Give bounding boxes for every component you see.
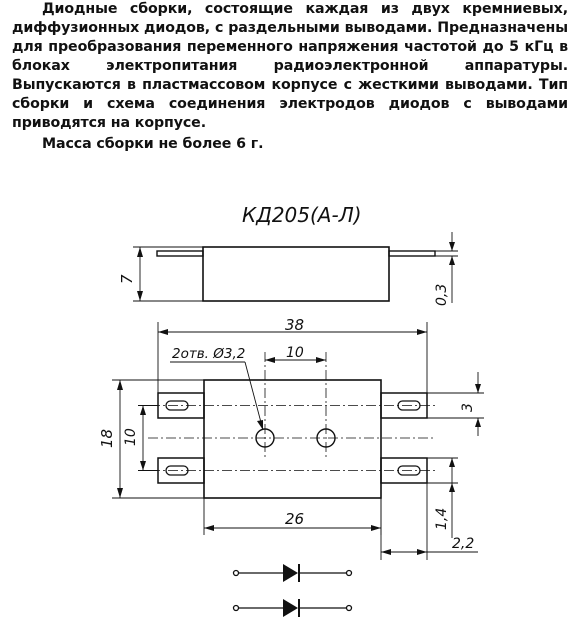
- description-paragraph: Диодные сборки, состоящие каждая из двух…: [12, 1, 568, 131]
- dim-width: 18: [98, 429, 116, 448]
- description-text: Диодные сборки, состоящие каждая из двух…: [12, 0, 568, 154]
- top-view: [112, 322, 484, 560]
- diode-schematic: [232, 564, 353, 617]
- side-view: [133, 232, 458, 303]
- dim-length: 38: [285, 316, 304, 334]
- diode-2-icon: [283, 599, 298, 617]
- dim-lead-width: 3: [460, 403, 476, 412]
- dim-lead-thickness: 0,3: [434, 284, 450, 306]
- dim-height-side: 7: [118, 274, 136, 284]
- dim-inner-width: 10: [123, 428, 139, 446]
- dim-base: 26: [285, 510, 304, 528]
- mass-paragraph: Масса сборки не более 6 г.: [42, 136, 264, 152]
- dim-lead-offset: 1,4: [434, 508, 450, 530]
- drawing-title: КД205(А-Л): [242, 203, 362, 227]
- dim-lead-protrusion: 2,2: [452, 536, 474, 552]
- diode-1-icon: [283, 564, 298, 582]
- dim-holes: 2отв. Ø3,2: [172, 346, 245, 362]
- dim-hole-spacing: 10: [286, 345, 304, 361]
